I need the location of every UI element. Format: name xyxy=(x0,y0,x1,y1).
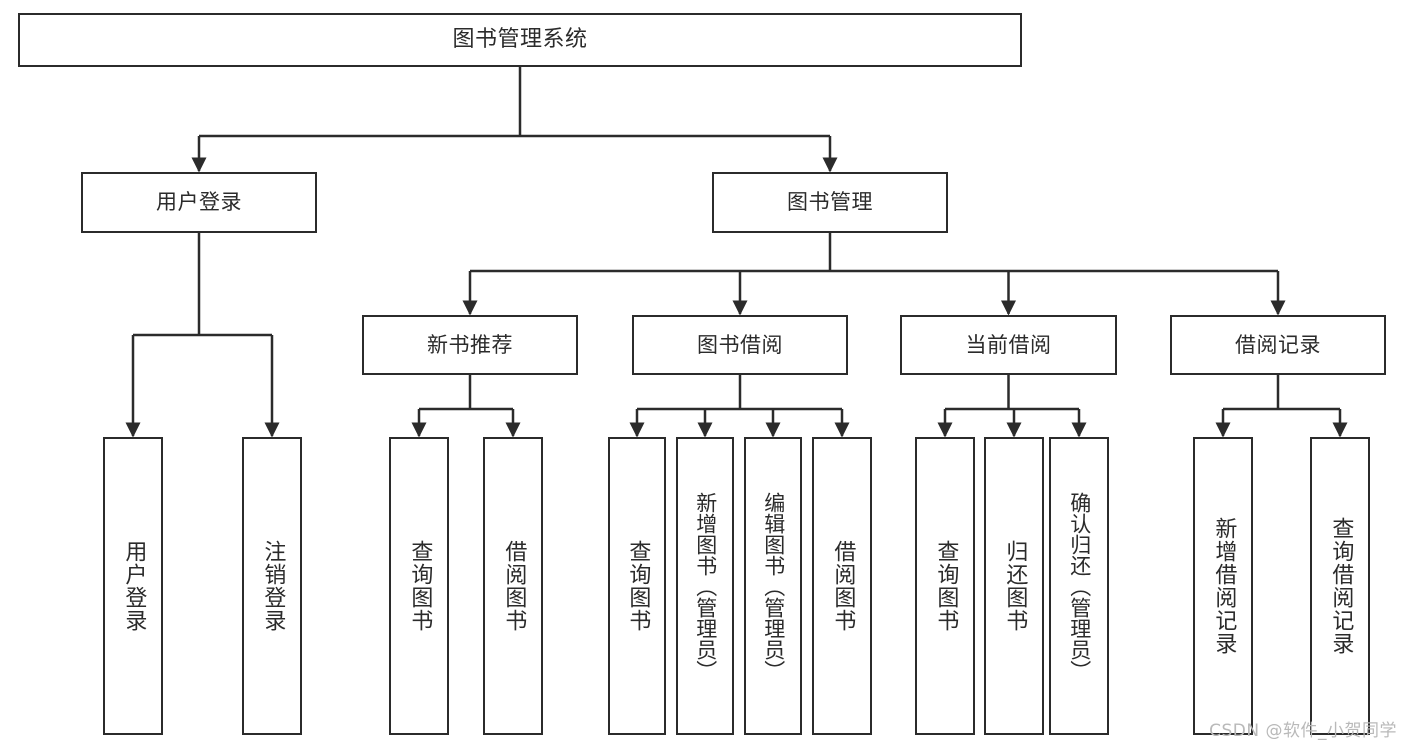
node-records[interactable]: 借阅记录 xyxy=(1170,315,1386,375)
node-r1[interactable]: 新增借阅记录 xyxy=(1193,437,1253,735)
node-login[interactable]: 用户登录 xyxy=(81,172,317,233)
node-c1[interactable]: 查询图书 xyxy=(915,437,975,735)
node-label: 查询图书 xyxy=(933,540,959,632)
node-label: 借阅记录 xyxy=(1235,332,1321,357)
node-label: 新增图书（管理员） xyxy=(693,491,718,681)
node-label: 注销登录 xyxy=(260,540,286,632)
node-label: 图书借阅 xyxy=(697,332,783,357)
node-label: 编辑图书（管理员） xyxy=(761,491,786,681)
node-label: 用户登录 xyxy=(121,540,147,632)
node-l1[interactable]: 用户登录 xyxy=(103,437,163,735)
node-label: 查询图书 xyxy=(407,540,433,632)
node-label: 当前借阅 xyxy=(965,332,1052,357)
node-newbook[interactable]: 新书推荐 xyxy=(362,315,578,375)
node-label: 归还图书 xyxy=(1002,540,1028,632)
node-label: 查询借阅记录 xyxy=(1328,517,1354,655)
node-root[interactable]: 图书管理系统 xyxy=(18,13,1022,67)
node-b1[interactable]: 查询图书 xyxy=(608,437,666,735)
node-b2[interactable]: 新增图书（管理员） xyxy=(676,437,734,735)
node-b4[interactable]: 借阅图书 xyxy=(812,437,872,735)
node-n1[interactable]: 查询图书 xyxy=(389,437,449,735)
node-label: 图书管理系统 xyxy=(452,27,588,53)
node-borrow[interactable]: 图书借阅 xyxy=(632,315,848,375)
node-label: 新增借阅记录 xyxy=(1211,517,1237,655)
node-label: 借阅图书 xyxy=(501,540,527,632)
node-label: 确认归还（管理员） xyxy=(1067,491,1092,681)
node-b3[interactable]: 编辑图书（管理员） xyxy=(744,437,802,735)
node-l2[interactable]: 注销登录 xyxy=(242,437,302,735)
node-label: 借阅图书 xyxy=(830,540,856,632)
watermark: CSDN @软件_小贺同学 xyxy=(1209,721,1397,741)
node-label: 用户登录 xyxy=(156,190,242,215)
node-label: 查询图书 xyxy=(625,540,651,632)
node-c2[interactable]: 归还图书 xyxy=(984,437,1044,735)
node-label: 图书管理 xyxy=(787,190,873,215)
node-c3[interactable]: 确认归还（管理员） xyxy=(1049,437,1109,735)
node-r2[interactable]: 查询借阅记录 xyxy=(1310,437,1370,735)
node-label: 新书推荐 xyxy=(427,332,513,357)
node-bookmgmt[interactable]: 图书管理 xyxy=(712,172,948,233)
node-current[interactable]: 当前借阅 xyxy=(900,315,1117,375)
node-n2[interactable]: 借阅图书 xyxy=(483,437,543,735)
